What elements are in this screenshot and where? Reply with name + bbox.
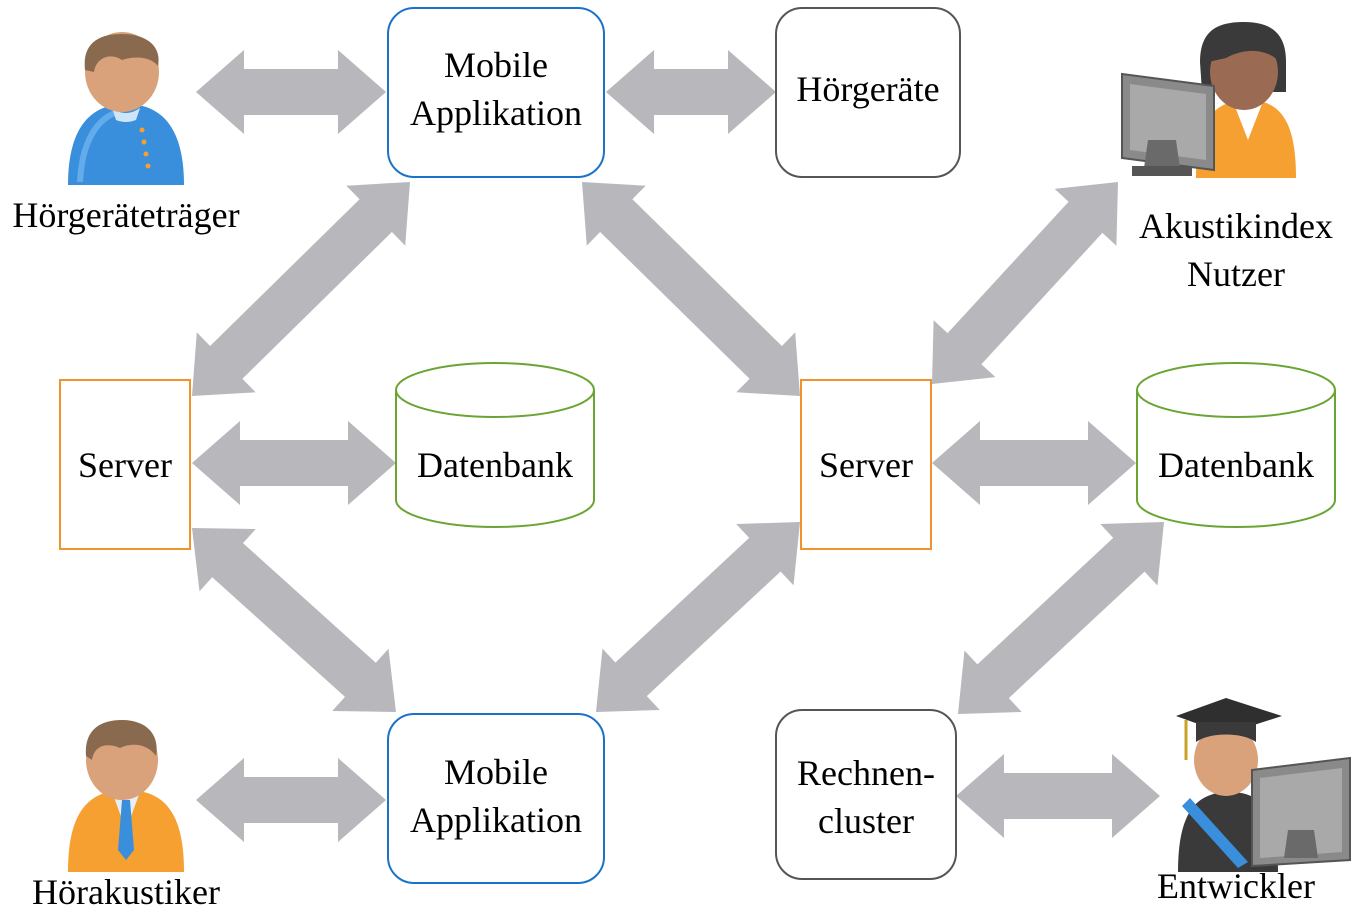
rechnencluster-label-line1: Rechnen-: [797, 753, 935, 793]
akustikindex-nutzer-label-line2: Nutzer: [1187, 254, 1285, 294]
user-with-monitor-icon: [1121, 22, 1296, 178]
datenbank-left-body: [395, 390, 595, 528]
datenbank-right-top: [1136, 362, 1336, 418]
server-left-node: Server: [59, 379, 191, 550]
arrow-app-top-server-right: [582, 182, 800, 396]
arrow-server-right-app-bottom: [596, 522, 800, 712]
mobile-app-top-node: Mobile Applikation: [387, 7, 605, 178]
arrow-nutzer-server-right: [932, 182, 1118, 384]
datenbank-right-label: Datenbank: [1158, 445, 1314, 485]
server-right-box: [800, 379, 932, 550]
arrow-akustiker-app-bottom: [196, 758, 386, 842]
hoergeraete-label: Hörgeräte: [796, 69, 939, 109]
hoerakustiker-label: Hörakustiker: [32, 872, 220, 912]
arrow-server-right-datenbank-right: [932, 421, 1136, 505]
rechnencluster-node: Rechnen- cluster: [775, 709, 957, 880]
entwickler-actor: Entwickler: [1157, 698, 1351, 906]
mobile-app-top-label-line1: Mobile: [444, 45, 548, 85]
arrow-datenbank-right-cluster: [958, 522, 1164, 714]
rechnencluster-box: [775, 709, 957, 880]
user-with-tie-icon: [68, 720, 184, 872]
server-left-box: [59, 379, 191, 550]
graduate-with-monitor-icon: [1176, 698, 1351, 872]
arrow-server-left-app-bottom: [192, 528, 396, 712]
server-left-label: Server: [78, 445, 172, 485]
datenbank-left-label: Datenbank: [417, 445, 573, 485]
datenbank-left-top: [395, 362, 595, 418]
arrow-traeger-app-top: [196, 50, 386, 134]
mobile-app-bottom-node: Mobile Applikation: [387, 713, 605, 884]
server-right-label: Server: [819, 445, 913, 485]
akustikindex-nutzer-actor: Akustikindex Nutzer: [1121, 22, 1333, 294]
user-icon: [68, 32, 184, 185]
datenbank-right-body: [1136, 390, 1336, 528]
hoergeraetetraeger-actor: Hörgeräteträger: [12, 32, 240, 235]
arrow-server-left-datenbank-left: [192, 421, 396, 505]
arrow-cluster-entwickler: [956, 754, 1160, 838]
rechnencluster-label-line2: cluster: [818, 801, 914, 841]
arrow-app-top-hoergeraete: [606, 50, 776, 134]
mobile-app-bottom-label-line2: Applikation: [410, 800, 582, 840]
mobile-app-top-label-line2: Applikation: [410, 93, 582, 133]
connection-arrows: [192, 50, 1164, 842]
arrow-app-top-server-left: [192, 182, 410, 396]
hoergeraete-node: Hörgeräte: [775, 7, 961, 178]
hoerakustiker-actor: Hörakustiker: [32, 720, 220, 912]
datenbank-left-node: Datenbank: [395, 362, 595, 528]
mobile-app-bottom-label-line1: Mobile: [444, 752, 548, 792]
hoergeraetetraeger-label: Hörgeräteträger: [12, 195, 239, 235]
entwickler-label: Entwickler: [1157, 866, 1315, 906]
server-right-node: Server: [800, 379, 932, 550]
mobile-app-bottom-box: [387, 713, 605, 884]
datenbank-right-node: Datenbank: [1136, 362, 1336, 528]
akustikindex-nutzer-label-line1: Akustikindex: [1139, 206, 1333, 246]
hoergeraete-box: [775, 7, 961, 178]
mobile-app-top-box: [387, 7, 605, 178]
